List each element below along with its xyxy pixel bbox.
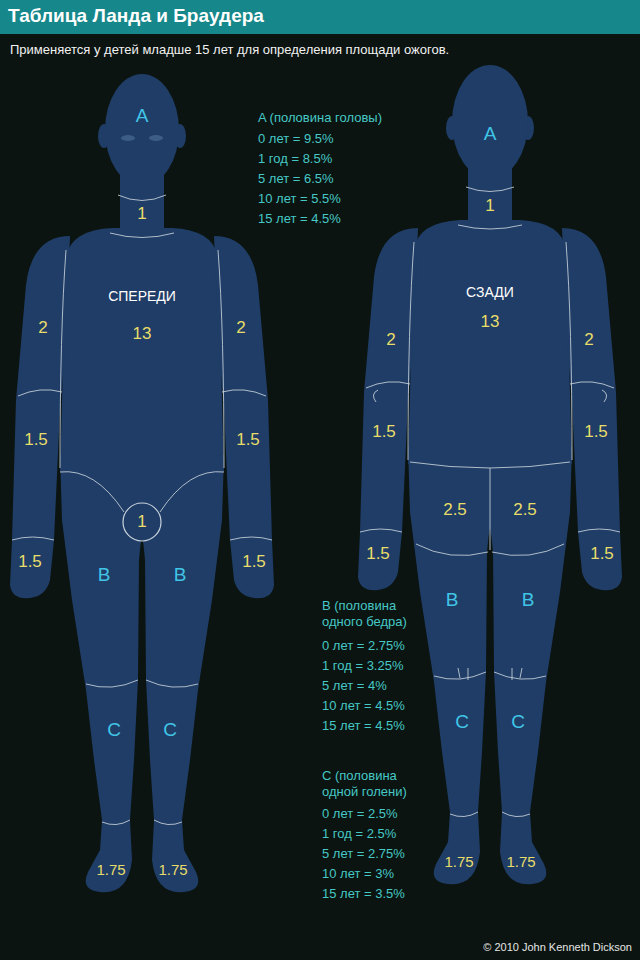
percent-number: 1.75 <box>506 853 535 871</box>
table-text: 5 лет = 6.5% <box>258 171 334 187</box>
region-letter: B <box>174 564 187 587</box>
region-letter: C <box>455 711 469 734</box>
percent-number: 1.5 <box>242 552 266 572</box>
table-text: A (половина головы) <box>258 110 382 126</box>
region-letter: C <box>163 719 177 742</box>
table-text: 15 лет = 4.5% <box>322 718 405 734</box>
percent-number: 1.5 <box>590 544 614 564</box>
table-text: 1 год = 2.5% <box>322 826 396 842</box>
region-letter: C <box>107 719 121 742</box>
percent-number: 2 <box>386 330 395 350</box>
back-figure <box>358 65 622 884</box>
percent-number: 1.75 <box>158 861 187 879</box>
region-letter: A <box>484 123 497 146</box>
percent-number: 2 <box>584 330 593 350</box>
percent-number: 1.5 <box>236 430 260 450</box>
percent-number: 1 <box>485 196 494 216</box>
table-text: 5 лет = 2.75% <box>322 846 405 862</box>
percent-number: 2 <box>236 318 245 338</box>
region-letter: A <box>136 105 149 128</box>
percent-number: 13 <box>133 324 152 344</box>
percent-number: 1.75 <box>444 853 473 871</box>
view-label: СПЕРЕДИ <box>108 288 176 305</box>
percent-number: 1.5 <box>24 430 48 450</box>
percent-number: 1.75 <box>96 861 125 879</box>
table-text: 5 лет = 4% <box>322 678 387 694</box>
percent-number: 2.5 <box>443 500 467 520</box>
percent-number: 1.5 <box>372 422 396 442</box>
copyright-note: © 2010 John Kenneth Dickson <box>483 941 632 954</box>
table-text: 1 год = 8.5% <box>258 151 332 167</box>
percent-number: 13 <box>481 312 500 332</box>
region-letter: B <box>98 564 111 587</box>
front-figure <box>10 74 274 892</box>
table-text: 15 лет = 4.5% <box>258 211 341 227</box>
table-text: 15 лет = 3.5% <box>322 886 405 902</box>
percent-number: 1 <box>137 204 146 224</box>
region-letter: B <box>522 589 535 612</box>
percent-number: 1.5 <box>366 544 390 564</box>
percent-number: 2 <box>38 318 47 338</box>
table-text: 0 лет = 9.5% <box>258 131 334 147</box>
table-text: 10 лет = 5.5% <box>258 191 341 207</box>
percent-number: 1.5 <box>18 552 42 572</box>
region-letter: C <box>511 711 525 734</box>
percent-number: 1 <box>137 512 146 532</box>
region-circle: 1 <box>122 502 162 542</box>
table-text: 1 год = 3.25% <box>322 658 404 674</box>
table-text: C (половина одной голени) <box>322 768 430 800</box>
percent-number: 1.5 <box>584 422 608 442</box>
view-label: СЗАДИ <box>466 284 514 301</box>
table-text: 0 лет = 2.75% <box>322 638 405 654</box>
title-bar: Таблица Ланда и Браудера <box>0 0 640 34</box>
subtitle-text: Применяется у детей младше 15 лет для оп… <box>10 42 449 58</box>
region-letter: B <box>446 589 459 612</box>
table-text: 10 лет = 4.5% <box>322 698 405 714</box>
percent-number: 2.5 <box>513 500 537 520</box>
table-text: 0 лет = 2.5% <box>322 806 398 822</box>
table-text: B (половина одного бедра) <box>322 598 430 630</box>
title-text: Таблица Ланда и Браудера <box>8 5 264 28</box>
table-text: 10 лет = 3% <box>322 866 394 882</box>
